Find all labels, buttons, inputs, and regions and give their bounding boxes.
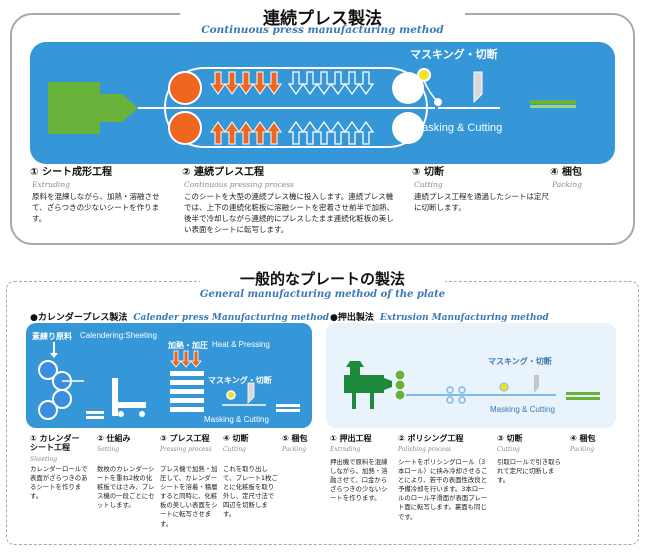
cool-arrows [287,71,375,145]
continuous-press-panel: マスキング・切断 Masking & Cutting [30,42,615,164]
cal-step3-desc: プレス機で加熱・加圧して、カレンダーシートを溶着・積層すると同時に、化粧板の美し… [160,465,218,528]
calender-masking-en-label: Masking & Cutting [204,415,269,424]
calender-product [276,404,300,407]
take-off-rollers [446,386,466,404]
cool-roller-bottom [392,112,424,144]
polishing-rollers [394,369,406,401]
cal-step3-sub: Pressing process [160,446,212,453]
masking-label-jp: マスキング・切断 [410,49,498,61]
cal-step4-head: ④ 切断 [223,434,249,443]
calender-panel: 素練り原料 Calendering:Sheeting 加熱・加圧 Heat & … [26,323,312,428]
s1-step3-head: ③ 切断 [412,167,444,178]
s1-step4-head: ④ 梱包 [550,167,582,178]
cal-step1-desc: カレンダーロールで表面がざらつきのあるシートを作ります。 [30,465,88,501]
ext-step2-sub: Polishing process [398,446,452,453]
extrusion-title-jp: ●押出製法 [330,313,374,323]
extrusion-title: ●押出製法 Extrusion Manufacturing method [330,310,549,323]
cutter-blade [473,71,483,104]
heat-arrows [210,71,282,145]
s1-step1-sub: Extruding [32,180,70,189]
ext-step4-head: ④ 梱包 [570,434,596,443]
calender-masking-label: マスキング・切断 [208,376,272,385]
calender-title-jp: ●カレンダープレス製法 [30,313,128,323]
s1-step3-sub: Cutting [414,180,443,189]
frame2-title-gap [200,272,445,302]
masking-label-en: Masking & Cutting [413,122,503,134]
frame-title-gap [180,5,465,35]
calender-masking-roll [226,390,236,400]
s1-step1-head: ① シート成形工程 [30,167,112,178]
section2-subtitle: General manufacturing method of the plat… [199,289,446,300]
cal-step5-sub: Packing [282,446,306,453]
extrusion-diagram [344,361,600,409]
cal-step4-sub: Cutting [223,446,246,453]
s1-step2-desc: このシートを大型の連続プレス機に投入します。連続プレス機では、上下の連続化粧板に… [184,192,394,234]
masking-press-roll [434,98,442,106]
cal-step1-sub: Sheeting [30,456,58,463]
masking-roll [417,68,431,82]
extrusion-panel: マスキング・切断 Masking & Cutting [326,323,616,428]
cal-step3-head: ③ プレス工程 [160,434,210,443]
extrusion-masking-en-label: Masking & Cutting [490,405,555,414]
s1-step2-sub: Continuous pressing process [184,180,294,189]
section2-title: 一般的なプレートの製法 [239,270,405,288]
calender-title: ●カレンダープレス製法 Calender press Manufacturing … [30,310,329,323]
s1-step4-sub: Packing [552,180,582,189]
ext-step2-head: ② ポリシング工程 [398,434,464,443]
product-sheet [530,100,576,104]
extruder-nozzle [100,94,138,122]
ext-step1-sub: Extruding [330,446,361,453]
extrusion-masking-label: マスキング・切断 [488,357,552,366]
ext-step4-sub: Packing [570,446,594,453]
extrusion-product [566,392,600,395]
section1-title: 連続プレス製法 [263,9,382,29]
extruder-hopper [346,361,364,367]
calender-diagram [38,342,300,420]
extruder-body [344,375,384,393]
press-arrows [170,350,202,368]
ext-step3-desc: 引取ロールで引き取られて定尺に切断します。 [497,458,561,485]
cal-step5-head: ⑤ 梱包 [282,434,308,443]
cal-step4-desc: これを取り出して、プレート1枚ごとに化粧板を取り外し、定尺寸法で四辺を切断します… [223,465,278,519]
cal-step2-desc: 数枚のカレンダーシートを重ね2枚の化粧板ではさみ、プレス機の一段ごとにセットしま… [97,465,155,510]
ext-step1-head: ① 押出工程 [330,434,372,443]
extruder-block [48,82,100,134]
heat-roller-bottom [168,111,202,145]
extrusion-masking-roll [499,382,509,392]
calender-heat-label: 加熱・加圧 [168,341,208,350]
s1-step2-head: ② 連続プレス工程 [182,167,264,178]
press-plates [170,371,204,412]
calender-rollers [38,360,72,420]
extrusion-title-en: Extrusion Manufacturing method [379,313,549,323]
extrusion-cutter [534,375,539,393]
calender-title-en: Calender press Manufacturing method [133,313,330,323]
s1-step1-desc: 原料を混練しながら、加熱・溶融させて、ざらつきの少ないシートを作ります。 [32,192,160,223]
cal-step2-head: ② 仕組み [97,434,131,443]
section1-subtitle: Continuous press manufacturing method [201,24,444,36]
ext-step3-sub: Cutting [497,446,520,453]
setting-cart [112,378,118,416]
cool-roller-top [392,72,424,104]
calender-material-label: 素練り原料 [32,332,72,341]
ext-step3-head: ③ 切断 [497,434,523,443]
cal-step2-sub: Setting [97,446,120,453]
continuous-press-diagram [48,67,576,148]
heat-roller-top [168,71,202,105]
s1-step3-desc: 連続プレス工程を通過したシートは定尺に切断します。 [414,192,549,212]
ext-step1-desc: 押出機で原料を混練しながら、加熱・溶融させて、口金からざらつきの少ないシートを作… [330,458,388,503]
cal-step1-head: ① カレンダー シート工程 [30,434,80,453]
calender-sheeting-label: Calendering:Sheeting [80,331,157,340]
ext-step2-desc: シートをポリシングロール（3本ロール）に挟み冷却させることにより、若干の表面性改… [398,458,488,521]
calender-heat-en-label: Heat & Pressing [212,340,270,349]
